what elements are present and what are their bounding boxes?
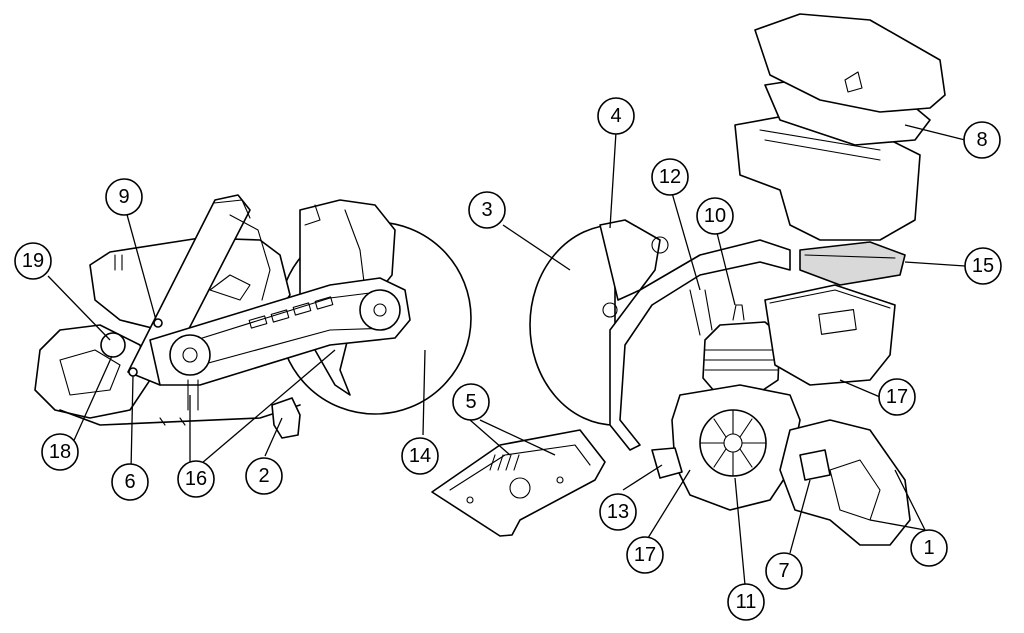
callout-label: 18 <box>49 441 71 463</box>
callout-label: 1 <box>923 537 934 559</box>
cylinder <box>702 321 781 393</box>
callout-4: 4 <box>597 97 635 135</box>
callout-label: 15 <box>972 255 994 277</box>
callout-label: 11 <box>736 591 757 613</box>
callout-14: 14 <box>401 437 439 475</box>
screw-9 <box>153 318 163 328</box>
blade-pulley <box>359 289 401 331</box>
callout-label: 10 <box>704 205 726 227</box>
base-plate <box>431 429 606 537</box>
callout-10: 10 <box>696 197 734 235</box>
callout-8: 8 <box>963 121 1001 159</box>
callout-19: 19 <box>14 242 52 280</box>
callout-7: 7 <box>765 552 803 590</box>
cutting-arm <box>149 277 411 386</box>
callout-1: 1 <box>910 529 948 567</box>
callout-label: 13 <box>607 501 629 523</box>
start-knob <box>100 332 126 358</box>
engine-exploded-view <box>529 13 946 546</box>
carburettor-box <box>764 284 896 386</box>
callout-15: 15 <box>964 247 1002 285</box>
screw-6 <box>128 367 138 377</box>
callout-label: 14 <box>409 445 431 467</box>
callout-label: 6 <box>124 471 135 493</box>
callout-label: 17 <box>886 386 908 408</box>
saw-side-view <box>34 194 472 439</box>
callout-9: 9 <box>105 178 143 216</box>
callout-label: 8 <box>976 129 987 151</box>
air-filter <box>799 241 906 286</box>
callout-17-upper: 17 <box>878 378 916 416</box>
callout-2: 2 <box>245 457 283 495</box>
top-cover <box>754 13 946 113</box>
part-2 <box>271 397 301 439</box>
callout-12: 12 <box>651 158 689 196</box>
callout-label: 19 <box>22 250 44 272</box>
callout-label: 17 <box>634 544 656 566</box>
callout-label: 12 <box>659 166 681 188</box>
callout-label: 5 <box>465 391 476 413</box>
callout-label: 4 <box>610 105 621 127</box>
callout-label: 16 <box>185 468 207 490</box>
clutch-pulley <box>169 334 211 376</box>
callout-5: 5 <box>452 383 490 421</box>
callout-label: 3 <box>481 199 492 221</box>
callout-11: 11 <box>727 583 765 621</box>
callout-18: 18 <box>41 433 79 471</box>
callout-label: 9 <box>118 186 129 208</box>
leader-lines <box>47 124 966 586</box>
callout-17-lower: 17 <box>626 536 664 574</box>
callout-3: 3 <box>468 191 506 229</box>
callout-13: 13 <box>599 493 637 531</box>
callout-label: 2 <box>258 465 269 487</box>
callout-label: 7 <box>778 560 789 582</box>
callout-6: 6 <box>111 463 149 501</box>
front-handle <box>609 239 791 451</box>
callout-16: 16 <box>177 460 215 498</box>
